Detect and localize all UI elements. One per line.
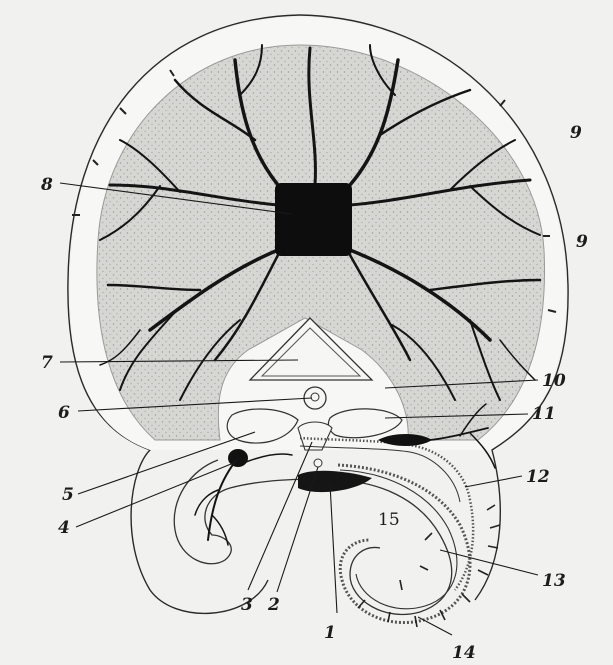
left-vessel-branch — [195, 454, 292, 545]
label-1: 1 — [324, 623, 336, 643]
notochord — [314, 459, 322, 467]
label-6: 6 — [58, 403, 70, 423]
label-12: 12 — [526, 467, 550, 487]
embryo-inner-lining — [340, 470, 457, 609]
label-15: 15 — [378, 510, 400, 530]
label-11: 11 — [532, 404, 556, 424]
embryo-tail — [338, 465, 470, 623]
label-13: 13 — [542, 571, 566, 591]
label-9-top: 9 — [570, 123, 582, 143]
label-9-mid: 9 — [576, 232, 588, 252]
label-4: 4 — [58, 518, 70, 538]
label-7: 7 — [41, 353, 53, 373]
heart-dark — [298, 471, 372, 492]
label-2: 2 — [267, 595, 280, 615]
label-3: 3 — [241, 595, 253, 615]
label-14: 14 — [452, 643, 476, 663]
label-5: 5 — [62, 485, 74, 505]
label-8: 8 — [40, 175, 53, 195]
label-10: 10 — [542, 371, 566, 391]
central-sinus — [275, 183, 352, 256]
